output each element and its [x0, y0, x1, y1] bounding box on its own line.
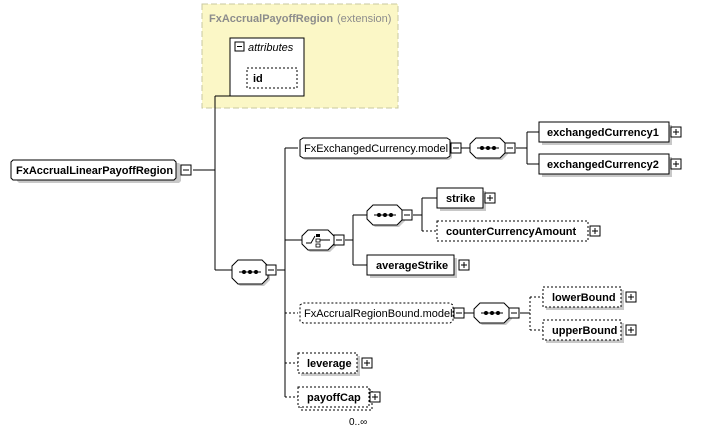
lowerbound-label: lowerBound	[552, 292, 616, 304]
exchangedcurrency1-label: exchangedCurrency1	[547, 127, 659, 139]
element-averagestrike[interactable]: averageStrike	[366, 254, 470, 278]
group2-model-name: FxAccrualRegionBound.model	[304, 308, 453, 320]
group-fxexchangedcurrency-model[interactable]: FxExchangedCurrency.model	[299, 137, 462, 160]
root-name: FxAccrualLinearPayoffRegion	[16, 165, 173, 177]
extension-tag: (extension)	[337, 13, 391, 25]
attribute-id: id	[253, 73, 263, 85]
sequence-compositor[interactable]	[231, 259, 277, 286]
element-exchangedcurrency2[interactable]: exchangedCurrency2	[538, 153, 682, 177]
strike-label: strike	[446, 193, 475, 205]
countercurrencyamount-label: counterCurrencyAmount	[446, 226, 577, 238]
element-lowerbound[interactable]: lowerBound	[542, 286, 637, 310]
connectors	[193, 95, 543, 398]
extension-name: FxAccrualPayoffRegion	[209, 13, 333, 25]
root-element[interactable]: FxAccrualLinearPayoffRegion	[10, 159, 192, 183]
group1-model-name: FxExchangedCurrency.model	[304, 143, 448, 155]
payoffcap-label: payoffCap	[307, 392, 361, 404]
payoffcap-cardinality: 0..∞	[349, 417, 367, 428]
attribute-id-box	[246, 67, 298, 89]
averagestrike-label: averageStrike	[376, 260, 448, 272]
element-countercurrencyamount[interactable]: counterCurrencyAmount	[436, 220, 601, 242]
attributes-box: attributes id	[229, 37, 305, 97]
leverage-label: leverage	[307, 358, 352, 370]
element-exchangedcurrency1[interactable]: exchangedCurrency1	[538, 121, 682, 145]
choice-compositor[interactable]	[301, 229, 345, 252]
group-fxaccrualregionbound-model[interactable]: FxAccrualRegionBound.model	[299, 302, 465, 324]
element-leverage[interactable]: leverage	[297, 352, 373, 376]
element-strike[interactable]: strike	[436, 187, 496, 211]
element-payoffcap[interactable]: payoffCap 0..∞	[297, 386, 381, 428]
choice-sequence[interactable]	[366, 204, 413, 227]
group2-sequence[interactable]	[473, 302, 520, 325]
upperbound-label: upperBound	[552, 325, 617, 337]
attributes-label: attributes	[248, 42, 294, 54]
element-upperbound[interactable]: upperBound	[542, 319, 637, 343]
group1-sequence[interactable]	[469, 137, 516, 160]
exchangedcurrency2-label: exchangedCurrency2	[547, 159, 659, 171]
